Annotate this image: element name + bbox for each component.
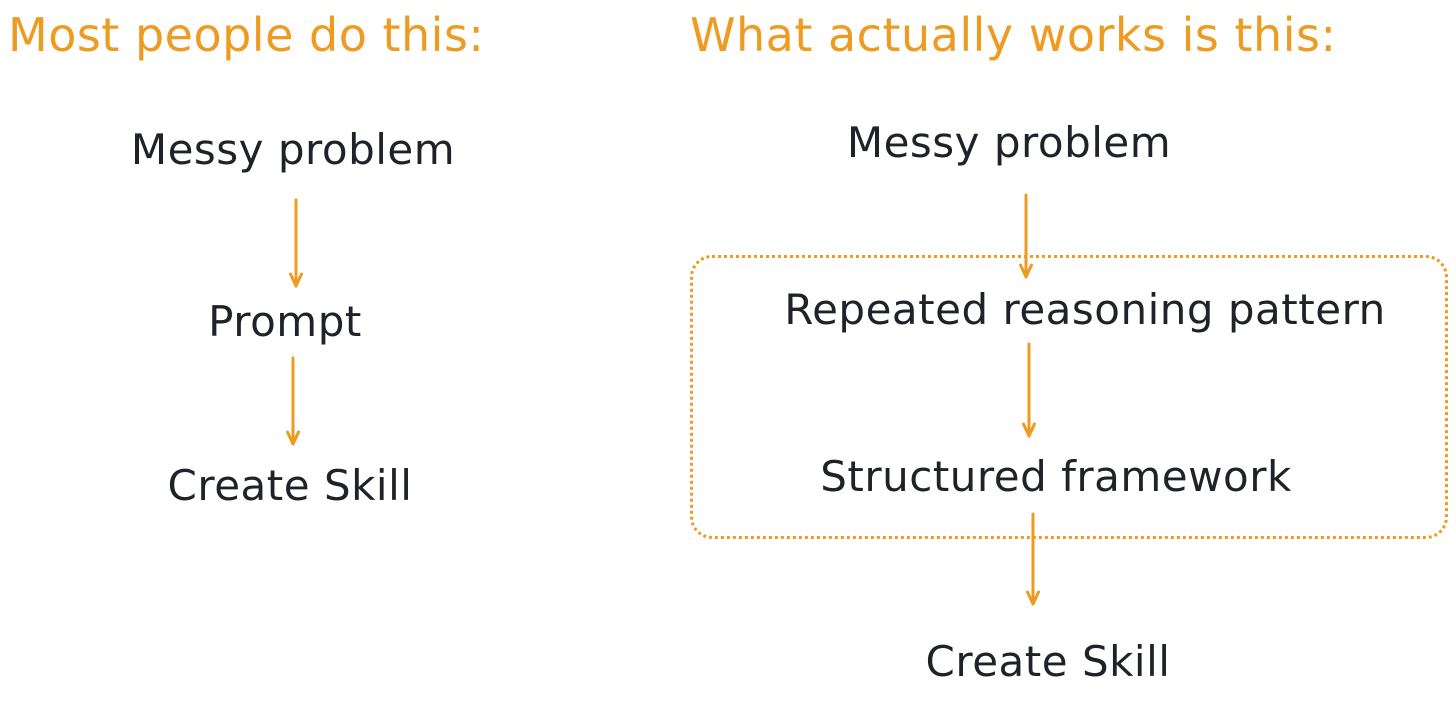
- right-step-repeated-reasoning-pattern: Repeated reasoning pattern: [784, 285, 1386, 334]
- right-column-title: What actually works is this:: [690, 8, 1337, 62]
- arrow-down-icon: [1019, 193, 1033, 279]
- arrow-down-icon: [1026, 512, 1040, 606]
- left-step-create-skill: Create Skill: [167, 461, 413, 510]
- arrow-down-icon: [1022, 342, 1036, 438]
- left-column-title: Most people do this:: [8, 8, 485, 62]
- left-step-prompt: Prompt: [208, 297, 362, 346]
- right-step-create-skill: Create Skill: [925, 637, 1171, 686]
- right-step-messy-problem: Messy problem: [846, 118, 1172, 167]
- left-step-messy-problem: Messy problem: [130, 125, 456, 174]
- right-step-structured-framework: Structured framework: [820, 452, 1292, 501]
- arrow-down-icon: [289, 198, 303, 288]
- highlight-box: [690, 255, 1448, 539]
- arrow-down-icon: [286, 356, 300, 446]
